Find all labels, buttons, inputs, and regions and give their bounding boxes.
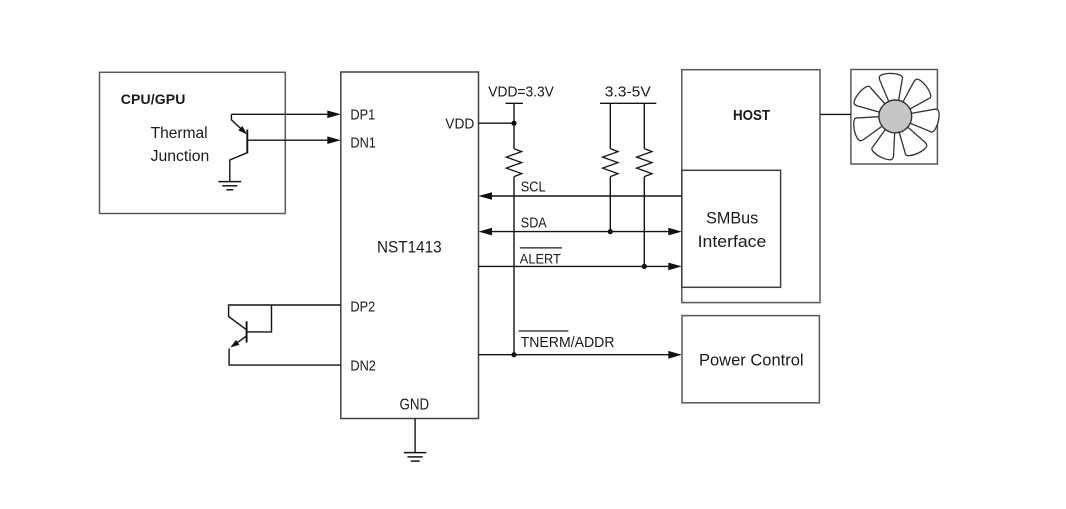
svg-text:Thermal: Thermal	[151, 125, 208, 142]
svg-text:GND: GND	[400, 396, 430, 413]
svg-text:SMBus: SMBus	[706, 208, 758, 227]
svg-text:DP2: DP2	[350, 297, 375, 314]
svg-text:CPU/GPU: CPU/GPU	[121, 91, 186, 107]
svg-text:NST1413: NST1413	[377, 239, 442, 257]
svg-text:TNERM/ADDR: TNERM/ADDR	[521, 335, 615, 351]
svg-text:VDD: VDD	[445, 115, 474, 131]
svg-text:ALERT: ALERT	[520, 251, 561, 267]
svg-text:Power Control: Power Control	[699, 352, 804, 370]
svg-text:VDD=3.3V: VDD=3.3V	[488, 84, 554, 101]
svg-text:Interface: Interface	[698, 231, 767, 251]
svg-text:Junction: Junction	[151, 148, 210, 165]
svg-text:HOST: HOST	[733, 106, 771, 123]
svg-text:DP1: DP1	[350, 105, 375, 122]
svg-text:SCL: SCL	[521, 178, 546, 195]
svg-text:DN2: DN2	[350, 356, 376, 373]
svg-text:SDA: SDA	[521, 213, 548, 230]
svg-text:DN1: DN1	[350, 134, 376, 151]
svg-text:3.3-5V: 3.3-5V	[605, 84, 652, 101]
